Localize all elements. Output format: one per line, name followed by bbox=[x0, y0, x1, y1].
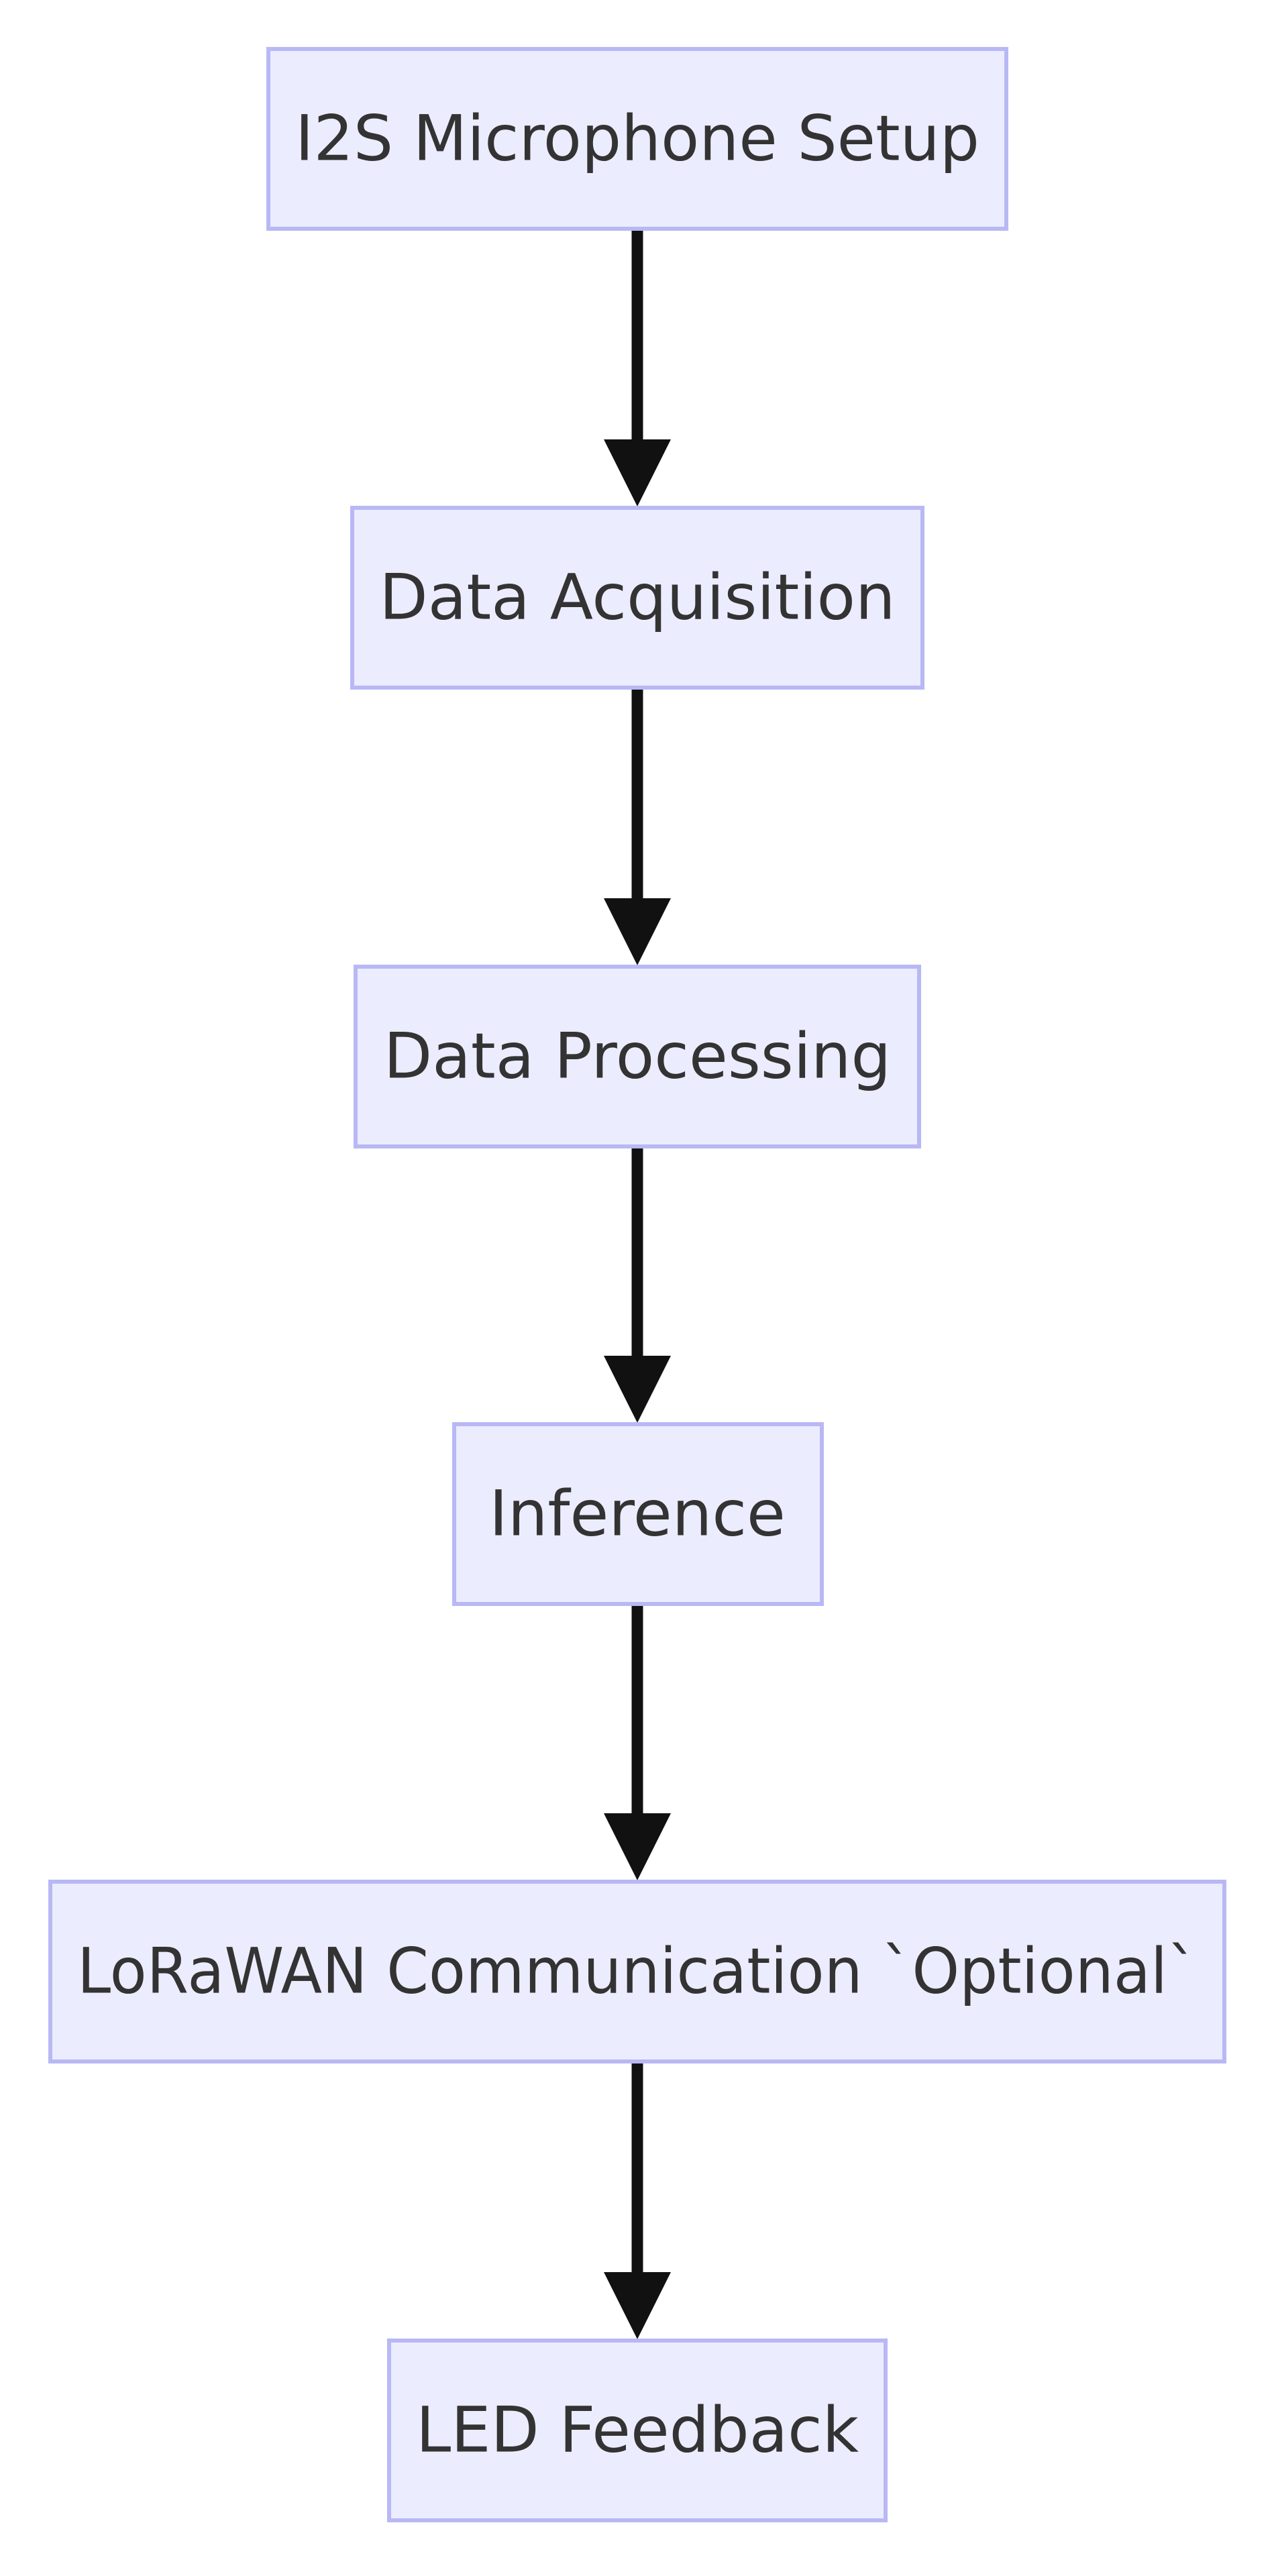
node-label: LoRaWAN Communication `Optional` bbox=[77, 1935, 1198, 2008]
node-label: I2S Microphone Setup bbox=[295, 103, 979, 176]
edges-layer bbox=[604, 230, 671, 2339]
arrowhead-icon bbox=[604, 1813, 671, 1880]
arrowhead-icon bbox=[604, 439, 671, 506]
nodes-layer: I2S Microphone Setup Data Acquisition Da… bbox=[48, 47, 1226, 2522]
node-data-processing[interactable]: Data Processing bbox=[354, 965, 921, 1148]
node-label: Inference bbox=[489, 1478, 786, 1551]
node-label: LED Feedback bbox=[416, 2394, 859, 2467]
edge-mic-to-acq bbox=[604, 230, 671, 506]
node-label: Data Acquisition bbox=[379, 561, 895, 635]
arrowhead-icon bbox=[604, 1356, 671, 1423]
arrowhead-icon bbox=[604, 898, 671, 965]
arrowhead-icon bbox=[604, 2272, 671, 2339]
node-led-feedback[interactable]: LED Feedback bbox=[387, 2339, 888, 2522]
edge-acq-to-proc bbox=[604, 688, 671, 965]
node-label: Data Processing bbox=[384, 1020, 891, 1093]
node-inference[interactable]: Inference bbox=[452, 1422, 824, 1606]
edge-inf-to-lora bbox=[604, 1604, 671, 1880]
node-lorawan-communication[interactable]: LoRaWAN Communication `Optional` bbox=[48, 1880, 1226, 2063]
edge-proc-to-inf bbox=[604, 1146, 671, 1423]
node-i2s-microphone-setup[interactable]: I2S Microphone Setup bbox=[266, 47, 1008, 231]
node-data-acquisition[interactable]: Data Acquisition bbox=[350, 506, 924, 690]
edge-lora-to-led bbox=[604, 2061, 671, 2339]
